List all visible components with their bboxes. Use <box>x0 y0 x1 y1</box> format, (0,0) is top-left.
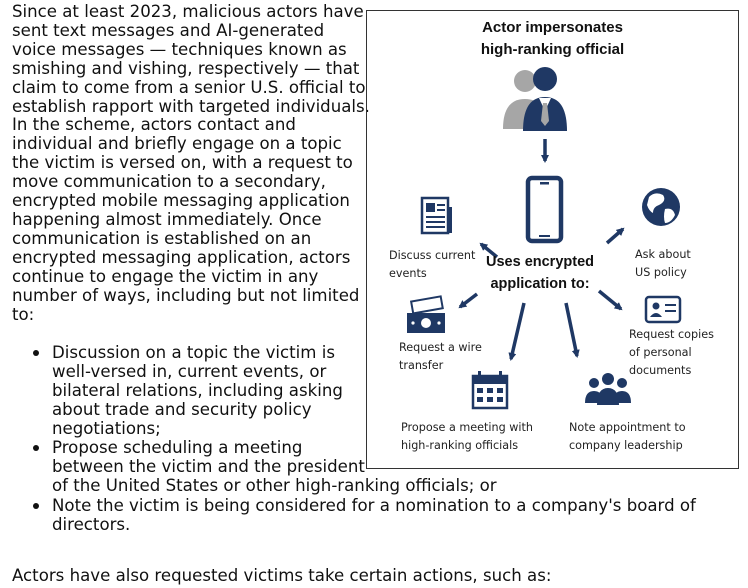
caption-request-copies: Request copies of personal documents <box>629 326 714 380</box>
bullet-line: bilateral relations, including asking <box>52 381 343 400</box>
arrow <box>597 289 623 311</box>
bullet-line: negotiations; <box>52 419 161 438</box>
list-item: Note the victim is being considered for … <box>0 496 696 536</box>
people-icon <box>503 67 567 131</box>
bullet-line: directors. <box>52 515 131 534</box>
article-line: move communication to a secondary, <box>12 172 326 192</box>
footer-text: Actors have also requested victims take … <box>12 566 552 585</box>
bullet-line: well-versed in, current events, or <box>52 362 327 381</box>
arrow <box>508 302 526 361</box>
article-line: happening almost immediately. Once <box>12 209 322 229</box>
article-line: smishing and vishing, respectively — tha… <box>12 58 360 78</box>
caption-line: Request copies <box>629 328 714 341</box>
bullet-dot <box>33 350 39 356</box>
infographic: Actor impersonates high-ranking official… <box>366 10 739 469</box>
article-line: number of ways, including but not limite… <box>12 285 360 305</box>
arrow <box>564 302 580 358</box>
article-line: claim to come from a senior U.S. officia… <box>12 77 366 97</box>
caption-line: Ask about <box>635 248 691 261</box>
bullet-line: about trade and security policy <box>52 400 312 419</box>
list-item: Propose scheduling a meeting between the… <box>0 438 696 496</box>
caption-propose-meeting: Propose a meeting with high-ranking offi… <box>401 419 533 455</box>
article-line: to: <box>12 304 35 324</box>
money-icon <box>407 295 445 333</box>
group-icon <box>585 373 631 405</box>
caption-line: events <box>389 267 427 280</box>
article-line: individual and briefly engage on a topic <box>12 134 342 154</box>
newspaper-icon <box>420 196 452 235</box>
article-line: voice messages — techniques known as <box>12 39 347 59</box>
article-line: Since at least 2023, malicious actors ha… <box>12 2 364 21</box>
arrow <box>605 227 625 245</box>
globe-icon <box>642 188 680 226</box>
infographic-art <box>407 67 682 410</box>
figure-title-line: high-ranking official <box>480 41 625 58</box>
hub-label: Uses encrypted application to: <box>475 251 605 295</box>
id-card-icon <box>644 295 682 324</box>
bullet-line: of the United States or other high-ranki… <box>52 476 497 495</box>
caption-line: of personal <box>629 346 692 359</box>
bullet-line: Discussion on a topic the victim is <box>52 343 335 362</box>
caption-line: Note appointment to <box>569 421 686 434</box>
caption-line: US policy <box>635 266 687 279</box>
calendar-icon <box>471 371 509 410</box>
figure-title-line: Actor impersonates <box>482 19 623 36</box>
hub-label-line: application to: <box>490 276 590 292</box>
arrow <box>479 242 499 259</box>
caption-discuss-events: Discuss current events <box>389 247 475 283</box>
caption-line: company leadership <box>569 439 683 452</box>
article-line: communication is established on an <box>12 228 312 248</box>
caption-line: documents <box>629 364 692 377</box>
caption-line: Discuss current <box>389 249 476 262</box>
article-line: sent text messages and AI-generated <box>12 20 325 40</box>
caption-wire-transfer: Request a wire transfer <box>399 339 482 375</box>
article-line: encrypted mobile messaging application <box>12 191 350 211</box>
article-line: encrypted messaging application, actors <box>12 247 351 267</box>
article-line: the victim is versed on, with a request … <box>12 153 353 173</box>
bullet-list: Discussion on a topic the victim is well… <box>0 343 696 536</box>
bullet-line: Note the victim is being considered for … <box>52 496 696 515</box>
caption-line: transfer <box>399 359 444 372</box>
article-line: continue to engage the victim in any <box>12 266 319 286</box>
phone-icon <box>525 175 564 244</box>
caption-ask-policy: Ask about US policy <box>635 246 691 282</box>
arrow <box>458 292 479 309</box>
article-line: establish rapport with targeted individu… <box>12 96 370 116</box>
article-line: In the scheme, actors contact and <box>12 115 296 135</box>
bullet-line: between the victim and the president <box>52 457 365 476</box>
caption-line: high-ranking officials <box>401 439 519 452</box>
bullet-dot <box>33 445 39 451</box>
caption-line: Propose a meeting with <box>401 421 534 434</box>
article-paragraph: Since at least 2023, malicious actors ha… <box>12 2 370 324</box>
caption-note-appointment: Note appointment to company leadership <box>569 419 686 455</box>
list-item: Discussion on a topic the victim is well… <box>0 343 696 438</box>
bullet-dot <box>33 503 39 509</box>
bullet-line: Propose scheduling a meeting <box>52 438 303 457</box>
hub-label-line: Uses encrypted <box>486 254 594 270</box>
caption-line: Request a wire <box>399 341 482 354</box>
figure-title: Actor impersonates high-ranking official <box>367 17 738 61</box>
